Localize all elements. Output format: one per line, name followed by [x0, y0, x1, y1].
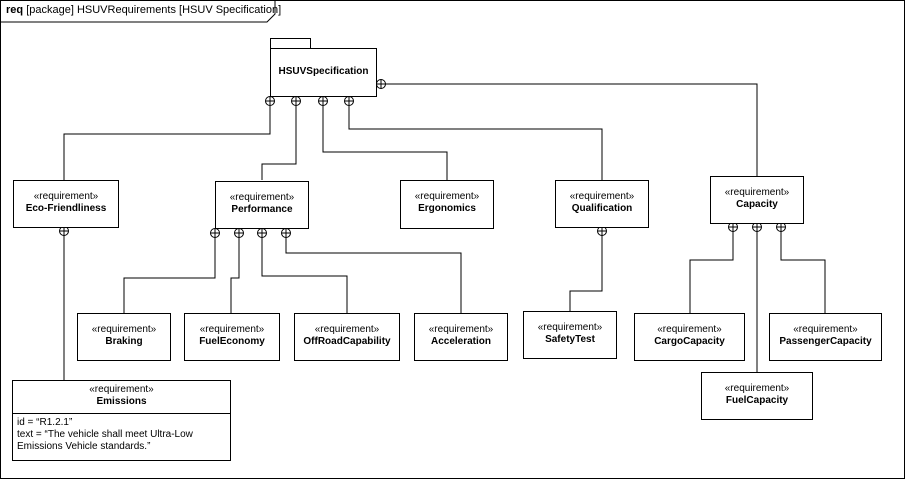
requirement-name: CargoCapacity [654, 336, 725, 347]
containment-icon [752, 222, 762, 232]
containment-icon [234, 228, 244, 238]
requirement-name: Ergonomics [418, 203, 476, 214]
containment-icon [291, 96, 301, 106]
emissions-text-line2: Emissions Vehicle standards.” [17, 441, 151, 452]
link-performance [261, 106, 297, 180]
stereotype-label: «requirement» [199, 324, 265, 335]
link-acceleration [285, 236, 462, 313]
requirement-name: FuelCapacity [725, 395, 789, 406]
containment-icon [318, 96, 328, 106]
containment-icon [257, 228, 267, 238]
stereotype-label: «requirement» [657, 324, 722, 335]
stereotype-label: «requirement» [414, 191, 480, 202]
requirement-ergonomics[interactable]: «requirement» Ergonomics [400, 180, 494, 229]
containment-icon [344, 96, 354, 106]
package-tab [270, 38, 311, 49]
requirement-offroad-capability[interactable]: «requirement» OffRoadCapability [294, 313, 400, 361]
link-safety-test [569, 234, 603, 311]
link-eco-friendliness [63, 106, 271, 180]
requirement-name: PassengerCapacity [779, 336, 872, 347]
requirement-passenger-capacity[interactable]: «requirement» PassengerCapacity [769, 313, 882, 361]
requirement-cargo-capacity[interactable]: «requirement» CargoCapacity [634, 313, 745, 361]
emissions-id: id = “R1.2.1” [17, 417, 73, 428]
requirement-name: Performance [231, 204, 293, 215]
containment-icon [376, 79, 386, 89]
emissions-header: «requirement» Emissions [13, 381, 230, 408]
stereotype-label: «requirement» [229, 192, 295, 203]
containment-icon [265, 96, 275, 106]
link-qualification [348, 106, 603, 180]
frame-keyword: req [6, 4, 24, 16]
link-ergonomics [322, 106, 448, 180]
stereotype-label: «requirement» [537, 322, 603, 333]
package-hsuv-specification[interactable]: HSUVSpecification [270, 48, 377, 97]
frame-tab-outline [0, 0, 276, 23]
requirement-emissions[interactable]: «requirement» Emissions id = “R1.2.1” te… [12, 380, 231, 461]
requirement-name: Braking [105, 336, 143, 347]
stereotype-label: «requirement» [428, 324, 494, 335]
link-cargo [689, 230, 734, 313]
requirement-acceleration[interactable]: «requirement» Acceleration [414, 313, 508, 361]
stereotype-label: «requirement» [91, 324, 157, 335]
stereotype-label: «requirement» [569, 191, 635, 202]
requirement-performance[interactable]: «requirement» Performance [215, 181, 309, 229]
requirement-fuel-capacity[interactable]: «requirement» FuelCapacity [701, 372, 813, 420]
requirement-name: Eco-Friendliness [25, 203, 107, 214]
link-capacity [381, 83, 758, 176]
requirement-name: OffRoadCapability [303, 336, 391, 347]
stereotype-label: «requirement» [724, 187, 790, 198]
requirement-name: Capacity [736, 199, 778, 210]
requirement-name: Acceleration [430, 336, 492, 347]
stereotype-label: «requirement» [89, 384, 154, 395]
frame-title: req [package] HSUVRequirements [HSUV Spe… [6, 4, 281, 16]
package-name: HSUVSpecification [278, 66, 369, 77]
containment-icon [210, 228, 220, 238]
stereotype-label: «requirement» [793, 324, 858, 335]
requirement-eco-friendliness[interactable]: «requirement» Eco-Friendliness [13, 180, 119, 228]
requirement-capacity[interactable]: «requirement» Capacity [710, 176, 804, 224]
link-offroad [261, 236, 348, 313]
emissions-text-line1: text = “The vehicle shall meet Ultra-Low [17, 429, 193, 440]
requirement-safety-test[interactable]: «requirement» SafetyTest [523, 311, 617, 359]
link-passenger [780, 230, 826, 313]
requirement-fuel-economy[interactable]: «requirement» FuelEconomy [184, 313, 280, 361]
link-braking [123, 236, 216, 313]
requirement-braking[interactable]: «requirement» Braking [77, 313, 171, 361]
stereotype-label: «requirement» [314, 324, 380, 335]
emissions-properties: id = “R1.2.1” text = “The vehicle shall … [13, 413, 230, 456]
frame-label: [package] HSUVRequirements [HSUV Specifi… [26, 4, 282, 16]
containment-icon [59, 226, 69, 236]
requirement-name: FuelEconomy [199, 336, 265, 347]
requirement-name: SafetyTest [545, 334, 595, 345]
requirement-qualification[interactable]: «requirement» Qualification [555, 180, 649, 228]
requirement-name: Qualification [571, 203, 633, 214]
link-fuel-economy [230, 236, 240, 313]
stereotype-label: «requirement» [724, 383, 790, 394]
requirement-name: Emissions [96, 396, 147, 407]
stereotype-label: «requirement» [33, 191, 99, 202]
containment-icon [281, 228, 291, 238]
